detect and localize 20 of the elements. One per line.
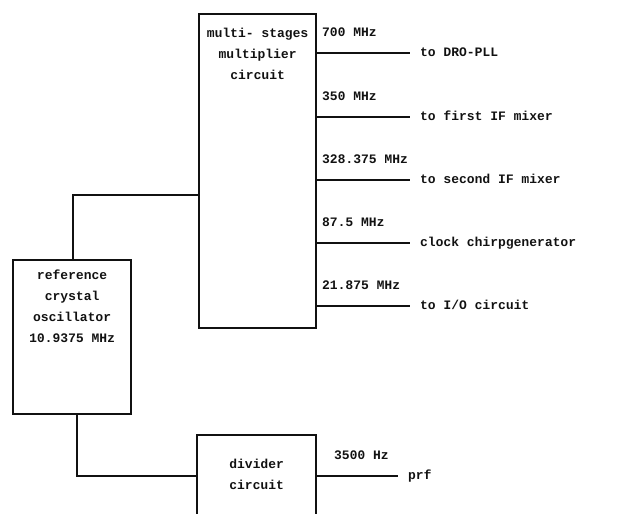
process-box <box>196 434 317 514</box>
output-label: clock chirpgenerator <box>420 234 576 252</box>
output-label: to DRO-PLL <box>420 44 498 62</box>
signal-line <box>317 475 398 477</box>
output-label: to I/O circuit <box>420 297 530 315</box>
block-label: reference crystal oscillator 10.9375 MHz <box>28 267 116 348</box>
signal-line <box>317 52 410 54</box>
process-box <box>198 13 317 329</box>
signal-line <box>317 242 410 244</box>
process-box <box>12 259 132 415</box>
signal-line <box>317 179 410 181</box>
block-label: divider circuit <box>228 456 285 495</box>
output-label: prf <box>408 467 432 485</box>
output-label: to first IF mixer <box>420 108 553 126</box>
output-label: to second IF mixer <box>420 171 560 189</box>
signal-line <box>317 116 410 118</box>
signal-line <box>72 194 198 259</box>
signal-line <box>317 305 410 307</box>
signal-line <box>76 415 196 477</box>
block-label: multi- stages multiplier circuit <box>206 25 310 85</box>
